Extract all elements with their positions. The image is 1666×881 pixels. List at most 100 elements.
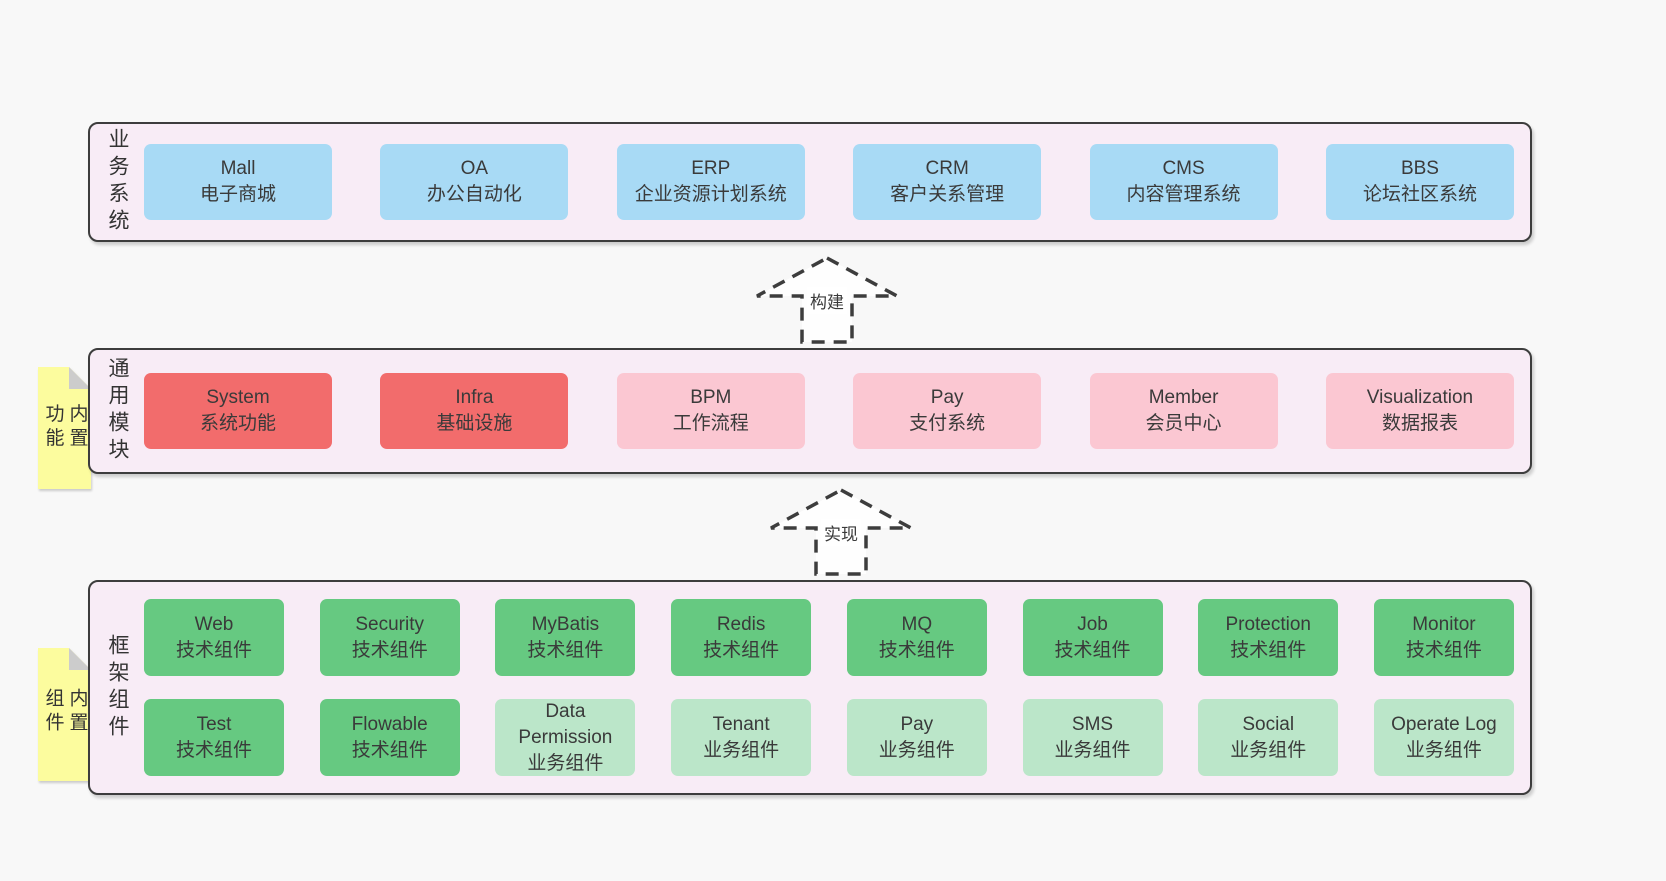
box-row: Web 技术组件 Security 技术组件 MyBatis 技术组件 Redi… bbox=[144, 599, 1514, 676]
box-member: Member 会员中心 bbox=[1089, 373, 1278, 449]
box-title: Pay bbox=[930, 387, 964, 408]
box-title: Test bbox=[196, 713, 232, 735]
box-job: Job 技术组件 bbox=[1022, 599, 1163, 676]
box-subtitle: 技术组件 bbox=[1405, 639, 1482, 661]
box-subtitle: 业务组件 bbox=[1405, 739, 1482, 761]
box-title: Social bbox=[1242, 713, 1295, 735]
box-title: MQ bbox=[901, 613, 933, 635]
box-title: Visualization bbox=[1366, 387, 1474, 408]
box-title: CRM bbox=[925, 158, 969, 179]
sticky-note-shape-icon bbox=[38, 367, 91, 489]
box-oa: OA 办公自动化 bbox=[380, 144, 569, 220]
box-visualization: Visualization 数据报表 bbox=[1325, 373, 1514, 449]
box-title: Infra bbox=[455, 387, 494, 408]
box-subtitle: 数据报表 bbox=[1381, 413, 1458, 434]
box-pay-system: Pay 支付系统 bbox=[853, 373, 1042, 449]
box-title: Pay bbox=[900, 713, 934, 735]
sticky-label: 内置功能 bbox=[42, 403, 88, 452]
box-subtitle: 客户关系管理 bbox=[890, 184, 1005, 205]
box-title: Flowable bbox=[351, 713, 428, 735]
box-web: Web 技术组件 bbox=[144, 599, 284, 676]
box-mq: MQ 技术组件 bbox=[846, 599, 987, 676]
box-subtitle: 系统功能 bbox=[199, 413, 276, 434]
arrow-label: 实现 bbox=[821, 519, 861, 546]
box-title: MyBatis bbox=[531, 613, 600, 635]
box-row: Test 技术组件 Flowable 技术组件 Data Permission … bbox=[144, 699, 1514, 776]
box-subtitle: 基础设施 bbox=[436, 413, 513, 434]
box-test: Test 技术组件 bbox=[144, 699, 284, 776]
box-title: Tenant bbox=[712, 713, 770, 735]
box-bbs: BBS 论坛社区系统 bbox=[1325, 144, 1514, 220]
box-operate-log: Operate Log 业务组件 bbox=[1373, 699, 1514, 776]
box-title: BPM bbox=[690, 387, 732, 408]
box-subtitle: 业务组件 bbox=[527, 752, 604, 774]
box-security: Security 技术组件 bbox=[319, 599, 460, 676]
box-title: OA bbox=[460, 158, 489, 179]
box-title: SMS bbox=[1071, 713, 1114, 735]
section-framework-components: 框架组件 Web 技术组件 Security 技术组件 MyBatis 技术组件… bbox=[88, 580, 1532, 795]
box-title: Job bbox=[1077, 613, 1108, 635]
box-title: Member bbox=[1148, 387, 1219, 408]
box-grid: Web 技术组件 Security 技术组件 MyBatis 技术组件 Redi… bbox=[144, 599, 1514, 776]
sticky-label: 内置组件 bbox=[42, 687, 88, 736]
box-title: BBS bbox=[1400, 158, 1439, 179]
box-subtitle: 工作流程 bbox=[672, 413, 749, 434]
box-data-permission: Data Permission 业务组件 bbox=[495, 699, 636, 776]
box-title: Redis bbox=[716, 613, 766, 635]
section-label: 业务系统 bbox=[106, 128, 129, 236]
box-row: System 系统功能 Infra 基础设施 BPM 工作流程 Pay 支付系统… bbox=[144, 373, 1514, 449]
box-title: System bbox=[206, 387, 270, 408]
box-title: Protection bbox=[1225, 613, 1311, 635]
arrow-implement: 实现 bbox=[766, 486, 916, 578]
box-title: Data Permission bbox=[518, 700, 613, 748]
box-title: ERP bbox=[691, 158, 731, 179]
box-subtitle: 会员中心 bbox=[1145, 413, 1222, 434]
box-subtitle: 电子商城 bbox=[199, 184, 276, 205]
box-title: Mall bbox=[220, 158, 256, 179]
box-tenant: Tenant 业务组件 bbox=[671, 699, 812, 776]
box-bpm: BPM 工作流程 bbox=[616, 373, 805, 449]
box-subtitle: 论坛社区系统 bbox=[1362, 184, 1477, 205]
box-subtitle: 业务组件 bbox=[878, 739, 955, 761]
arrow-build: 构建 bbox=[752, 254, 902, 346]
box-title: Operate Log bbox=[1391, 713, 1497, 735]
box-subtitle: 技术组件 bbox=[527, 639, 604, 661]
section-business-systems: 业务系统 Mall 电子商城 OA 办公自动化 ERP 企业资源计划系统 CRM… bbox=[88, 122, 1532, 242]
box-row: Mall 电子商城 OA 办公自动化 ERP 企业资源计划系统 CRM 客户关系… bbox=[144, 144, 1514, 220]
arrow-label: 构建 bbox=[807, 287, 847, 314]
box-cms: CMS 内容管理系统 bbox=[1089, 144, 1278, 220]
box-subtitle: 业务组件 bbox=[703, 739, 780, 761]
box-subtitle: 技术组件 bbox=[175, 639, 252, 661]
box-infra: Infra 基础设施 bbox=[380, 373, 569, 449]
box-redis: Redis 技术组件 bbox=[671, 599, 812, 676]
box-subtitle: 业务组件 bbox=[1230, 739, 1307, 761]
section-label: 通用模块 bbox=[106, 357, 129, 465]
box-protection: Protection 技术组件 bbox=[1198, 599, 1339, 676]
box-erp: ERP 企业资源计划系统 bbox=[616, 144, 805, 220]
box-system: System 系统功能 bbox=[144, 373, 332, 449]
sticky-note-builtin-features: 内置功能 bbox=[38, 367, 91, 489]
box-crm: CRM 客户关系管理 bbox=[853, 144, 1042, 220]
box-title: Security bbox=[355, 613, 425, 635]
box-sms: SMS 业务组件 bbox=[1022, 699, 1163, 776]
box-subtitle: 技术组件 bbox=[703, 639, 780, 661]
box-subtitle: 技术组件 bbox=[175, 739, 252, 761]
section-label: 框架组件 bbox=[106, 633, 129, 742]
box-subtitle: 支付系统 bbox=[909, 413, 986, 434]
sticky-note-builtin-components: 内置组件 bbox=[38, 648, 91, 781]
box-title: CMS bbox=[1162, 158, 1205, 179]
box-subtitle: 企业资源计划系统 bbox=[634, 184, 787, 205]
box-mybatis: MyBatis 技术组件 bbox=[495, 599, 636, 676]
box-subtitle: 内容管理系统 bbox=[1126, 184, 1241, 205]
box-subtitle: 技术组件 bbox=[351, 639, 428, 661]
sticky-note-shape-icon bbox=[38, 648, 91, 781]
box-subtitle: 业务组件 bbox=[1054, 739, 1131, 761]
box-subtitle: 办公自动化 bbox=[426, 184, 522, 205]
section-common-modules: 通用模块 System 系统功能 Infra 基础设施 BPM 工作流程 Pay… bbox=[88, 348, 1532, 474]
box-social: Social 业务组件 bbox=[1198, 699, 1339, 776]
box-pay-component: Pay 业务组件 bbox=[846, 699, 987, 776]
box-title: Monitor bbox=[1412, 613, 1476, 635]
box-monitor: Monitor 技术组件 bbox=[1373, 599, 1514, 676]
box-flowable: Flowable 技术组件 bbox=[319, 699, 460, 776]
